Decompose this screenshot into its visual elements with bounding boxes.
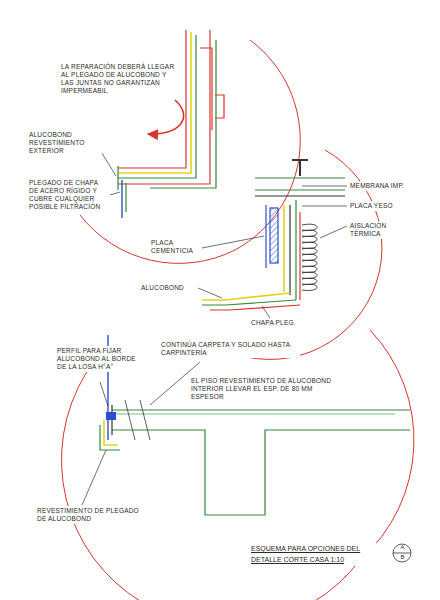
annotation: REVESTIMIENTO DE PLEGADO DE ALUCOBOND (36, 506, 146, 524)
annotation: ALUCOBOND REVESTIMIENTO EXTERIOR (28, 130, 102, 156)
leader-lines (82, 150, 347, 505)
coil-loop (302, 278, 317, 284)
annotation: PLEGADO DE CHAPA DE ACERO RÍGIDO Y CUBRE… (28, 178, 108, 213)
coil-loop (302, 224, 317, 230)
middle-detail (202, 160, 345, 310)
annotation: PLACA CEMENTICIA (150, 238, 202, 256)
annotation: CHAPA PLEG. (250, 318, 310, 328)
annotation: EL PISO REVESTIMIENTO DE ALUCOBOND INTER… (190, 376, 340, 402)
top-detail (118, 30, 224, 218)
annotation: AISLACIÓN TÉRMICA (349, 221, 404, 239)
section-letter: B (398, 554, 407, 562)
insulation-coil (302, 224, 317, 290)
coil-loop (302, 230, 317, 236)
coil-loop (302, 254, 317, 260)
annotation: ALUCOBOND (140, 283, 198, 293)
annotation: LA REPARACIÓN DEBERÁ LLEGAR AL PLEGADO D… (60, 62, 180, 97)
caption: ESQUEMA PARA OPCIONES DEL DETALLE CORTE … (250, 543, 388, 566)
coil-loop (302, 242, 317, 248)
coil-loop (302, 272, 317, 278)
coil-loop (302, 248, 317, 254)
coil-loop (302, 236, 317, 242)
bottom-detail (100, 335, 410, 515)
coil-loop (302, 266, 317, 272)
coil-loop (302, 260, 317, 266)
annotation: CONTINÚA CARPETA Y SOLADO HASTA CARPINTE… (160, 340, 300, 358)
section-marker (393, 544, 411, 562)
annotation: PLACA YESO (349, 201, 424, 211)
section-letter: A (398, 544, 407, 552)
coil-loop (302, 284, 317, 290)
annotation: PERFIL PARA FIJAR ALUCOBOND AL BORDE DE … (56, 346, 144, 372)
annotation: MEMBRANA IMP. (349, 181, 424, 191)
